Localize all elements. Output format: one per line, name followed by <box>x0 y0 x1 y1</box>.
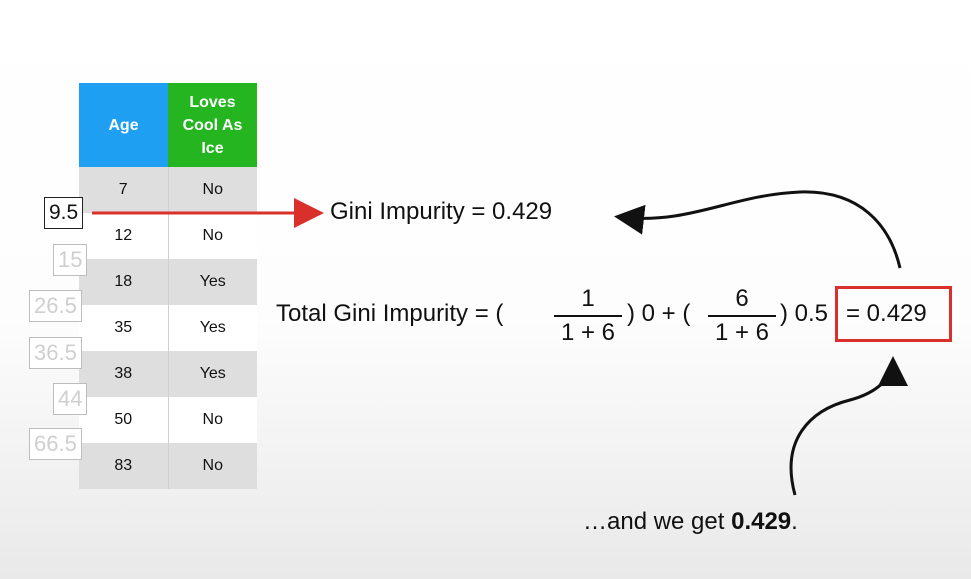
fraction-2-denominator: 1 + 6 <box>714 319 770 346</box>
fraction-2: 6 1 + 6 <box>708 285 776 347</box>
fraction-1: 1 1 + 6 <box>554 285 622 347</box>
age-header: Age <box>79 83 168 167</box>
threshold-26-5-box: 26.5 <box>29 290 82 322</box>
threshold-44-box: 44 <box>53 383 88 415</box>
fraction-1-denominator: 1 + 6 <box>560 319 616 346</box>
formula-result: = 0.429 <box>846 300 927 327</box>
result-highlight-box <box>835 286 952 342</box>
fraction-2-numerator: 6 <box>735 285 749 312</box>
curved-arrow-to-gini <box>614 190 902 269</box>
total-gini-prefix: Total Gini Impurity = ( <box>276 300 504 327</box>
formula-suffix: ) 0.5 <box>780 300 829 327</box>
fraction-1-numerator: 1 <box>581 285 595 312</box>
caption: …and we get 0.429. <box>583 508 798 535</box>
threshold-66-5-box: 66.5 <box>29 428 82 460</box>
formula-middle: ) 0 + ( <box>627 300 691 327</box>
curved-arrow-to-result <box>789 356 908 496</box>
threshold-15-box: 15 <box>53 244 88 276</box>
threshold-36-5-box: 36.5 <box>29 337 82 369</box>
threshold-9-5-box: 9.5 <box>44 197 84 229</box>
gini-impurity-label: Gini Impurity = 0.429 <box>330 198 553 225</box>
